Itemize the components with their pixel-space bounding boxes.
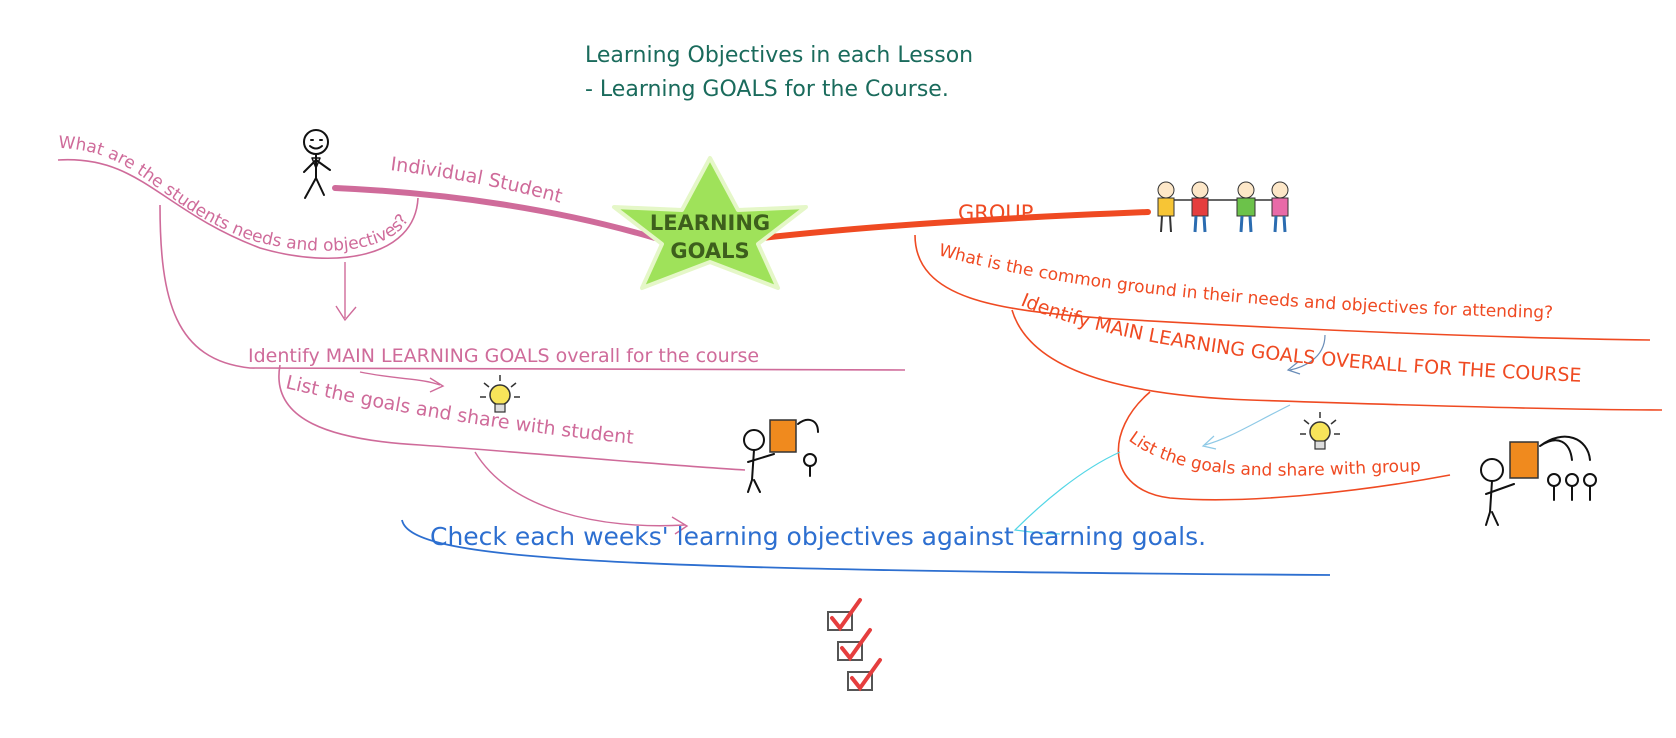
teacher-book-icon <box>1480 435 1597 526</box>
individual-question: What are the students needs and objectiv… <box>58 133 413 256</box>
check-underline <box>401 519 1331 576</box>
lightbulb-icon <box>1300 412 1340 450</box>
center-line-2: GOALS <box>670 239 749 263</box>
group-branch-label: GROUP <box>958 201 1033 225</box>
check-text: Check each weeks' learning objectives ag… <box>430 522 1206 551</box>
stick-figure-icon <box>303 129 331 199</box>
title-line-2: - Learning GOALS for the Course. <box>585 77 949 102</box>
title-line-1: Learning Objectives in each Lesson <box>585 43 973 68</box>
star-icon <box>612 156 808 290</box>
teacher-book-icon <box>743 418 819 493</box>
central-star-node: LEARNING GOALS <box>612 156 808 290</box>
individual-list: List the goals and share with student <box>284 371 635 448</box>
connector-arrows <box>1013 334 1326 535</box>
lightbulb-icon <box>480 375 520 413</box>
group-sub-branches <box>914 234 1663 501</box>
group-list: List the goals and share with group <box>1125 428 1421 481</box>
individual-identify: Identify MAIN LEARNING GOALS overall for… <box>248 345 759 367</box>
title: Learning Objectives in each Lesson - Lea… <box>585 43 973 102</box>
center-line-1: LEARNING <box>650 211 770 235</box>
individual-branch-line <box>332 185 658 241</box>
children-group-icon <box>1157 181 1289 233</box>
checklist-icon <box>827 598 882 692</box>
group-branch-line <box>759 209 1151 241</box>
individual-sub-branches <box>57 158 906 535</box>
